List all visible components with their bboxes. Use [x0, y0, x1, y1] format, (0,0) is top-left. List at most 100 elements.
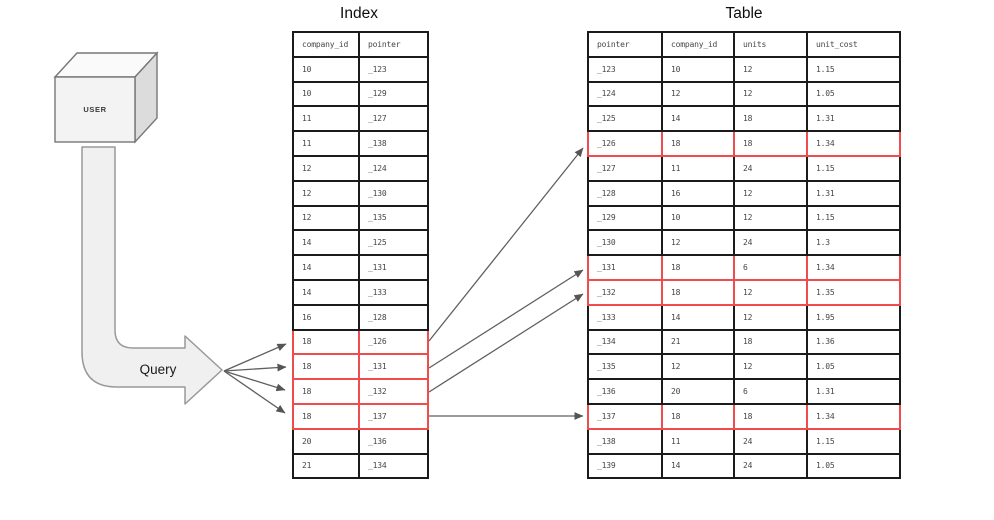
query-arrow [81, 146, 223, 405]
cell: 16 [661, 179, 735, 207]
cell: 14 [292, 254, 360, 281]
cell: 12 [661, 353, 735, 381]
cell: 11 [292, 130, 360, 157]
cell: 20 [661, 378, 735, 405]
cell: 1.31 [806, 105, 901, 133]
cell: 14 [661, 303, 735, 331]
cell: 1.95 [806, 303, 901, 331]
cell: 14 [661, 452, 735, 480]
cell: _139 [587, 452, 663, 480]
table-row: 14_131 [292, 254, 429, 281]
cell: _123 [358, 55, 429, 83]
table-row: 10_123 [292, 55, 429, 83]
cell: 24 [733, 452, 808, 480]
cell: _133 [358, 278, 429, 306]
cell: 12 [661, 80, 735, 108]
cell: 12 [733, 204, 808, 232]
cell: 12 [292, 204, 360, 232]
cell: 1.05 [806, 353, 901, 381]
cell: 1.31 [806, 378, 901, 405]
cell: 18 [292, 402, 360, 430]
cell: 18 [661, 278, 735, 306]
cell: 1.15 [806, 55, 901, 83]
user-label: USER [83, 105, 106, 114]
cell: 18 [292, 328, 360, 356]
cell: 1.34 [806, 130, 901, 157]
cell: 12 [733, 179, 808, 207]
cell: 14 [292, 229, 360, 257]
cell: 14 [661, 105, 735, 133]
data-table-title: Table [725, 5, 763, 22]
cell: _130 [358, 179, 429, 207]
index-table-title: Index [340, 5, 378, 22]
cell: 6 [733, 254, 808, 281]
cell: 20 [292, 427, 360, 455]
cell: 1.36 [806, 328, 901, 356]
cell: 21 [661, 328, 735, 356]
cell: _125 [587, 105, 663, 133]
cell: 11 [661, 154, 735, 182]
cell: 16 [292, 303, 360, 331]
cell: 10 [661, 204, 735, 232]
user-cube-top-face [53, 52, 159, 78]
cell: 21 [292, 452, 360, 480]
cell: _138 [358, 130, 429, 157]
cell: 12 [292, 179, 360, 207]
cell: _129 [358, 80, 429, 108]
cell: 6 [733, 378, 808, 405]
cell: 12 [292, 154, 360, 182]
cell: _135 [358, 204, 429, 232]
cell: 11 [292, 105, 360, 133]
cell: 24 [733, 154, 808, 182]
cell: 1.31 [806, 179, 901, 207]
index-to-table-arrow [428, 269, 584, 369]
cell: _131 [358, 353, 429, 381]
cell: 10 [292, 80, 360, 108]
query-to-index-arrow [223, 370, 286, 392]
cell: 12 [733, 353, 808, 381]
query-to-index-arrow [223, 343, 287, 372]
index-to-table-arrow [428, 293, 584, 393]
cell: _131 [358, 254, 429, 281]
cell: _127 [587, 154, 663, 182]
cell: _133 [587, 303, 663, 331]
cell: _137 [358, 402, 429, 430]
cell: _125 [358, 229, 429, 257]
cell: _132 [587, 278, 663, 306]
cell: 18 [733, 105, 808, 133]
cell: 12 [733, 55, 808, 83]
cell: 1.15 [806, 154, 901, 182]
index-to-table-arrows [428, 147, 584, 420]
user-cube-side-face [134, 51, 158, 144]
cell: _136 [358, 427, 429, 455]
cell: 1.05 [806, 80, 901, 108]
query-to-index-arrow [223, 370, 286, 414]
cell: 12 [733, 80, 808, 108]
highlighted-row: 18_132 [292, 378, 429, 405]
cell: 18 [292, 378, 360, 405]
cell: 1.35 [806, 278, 901, 306]
cell: 1.15 [806, 427, 901, 455]
table-row: 16_128 [292, 303, 429, 331]
cell: 10 [661, 55, 735, 83]
highlighted-row: 18_126 [292, 328, 429, 356]
highlighted-row: 18_131 [292, 353, 429, 381]
cell: 24 [733, 427, 808, 455]
cell: _123 [587, 55, 663, 83]
